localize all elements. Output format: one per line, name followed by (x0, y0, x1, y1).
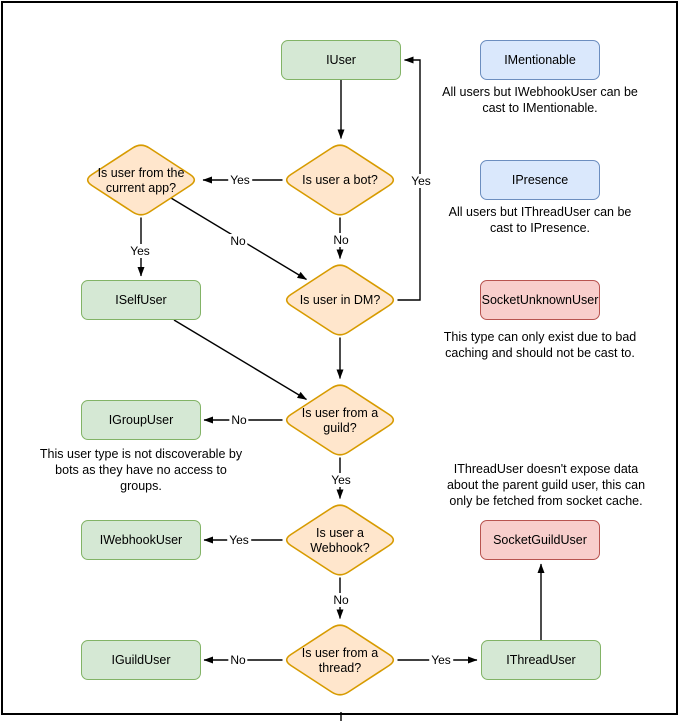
edge-label-guild-to-igroupuser: No (229, 413, 249, 427)
decision-from-guild: Is user from a guild? (301, 405, 379, 435)
edge-label-thread-to-ithreaduser: Yes (429, 653, 453, 667)
node-iwebhookuser: IWebhookUser (81, 520, 201, 560)
node-socketunknownuser: SocketUnknownUser (480, 280, 600, 320)
edge-label-thread-to-iguilduser: No (228, 653, 248, 667)
decision-is-webhook: Is user a Webhook? (310, 525, 370, 555)
node-iselfuser: ISelfUser (81, 280, 201, 320)
edge-label-bot-to-app: Yes (228, 173, 252, 187)
decision-from-current-app-shape (86, 144, 196, 216)
node-iguilduser: IGuildUser (81, 640, 201, 680)
edge-label-bot-to-dm: No (331, 233, 351, 247)
node-ipresence: IPresence (480, 160, 600, 200)
node-igroupuser: IGroupUser (81, 400, 201, 440)
node-iuser: IUser (281, 40, 401, 80)
caption-ipresence: All users but IThreadUser can be cast to… (448, 205, 632, 235)
node-imentionable: IMentionable (480, 40, 600, 80)
edge-label-webhook-to-thread: No (331, 593, 351, 607)
caption-igroupuser: This user type is not discoverable by bo… (39, 447, 243, 493)
decision-from-guild-shape (285, 384, 395, 456)
decision-from-thread: Is user from a thread? (301, 645, 379, 675)
edge-label-dm-to-iuser: Yes (409, 174, 433, 188)
decision-in-dm: Is user in DM? (299, 293, 381, 307)
node-socketguilduser: SocketGuildUser (480, 520, 600, 560)
edge-label-app-to-iselfuser: Yes (128, 244, 152, 258)
edge-iselfuser-to-guild (173, 319, 307, 401)
caption-socketguilduser: IThreadUser doesn't expose data about th… (446, 462, 646, 508)
decision-from-current-app: Is user from the current app? (97, 165, 185, 195)
edge-label-guild-to-webhook: Yes (329, 473, 353, 487)
decision-is-webhook-shape (285, 504, 395, 576)
caption-imentionable: All users but IWebhookUser can be cast t… (442, 85, 638, 115)
decision-is-bot: Is user a bot? (302, 173, 378, 187)
decision-from-thread-shape (285, 624, 395, 696)
decision-in-dm-shape (285, 264, 395, 336)
edge-label-app-to-dm: No (228, 234, 248, 248)
decision-is-bot-shape (285, 144, 395, 216)
node-ithreaduser: IThreadUser (481, 640, 601, 680)
edge-label-webhook-to-iwebhookuser: Yes (227, 533, 251, 547)
caption-socketunknownuser: This type can only exist due to bad cach… (443, 330, 637, 360)
